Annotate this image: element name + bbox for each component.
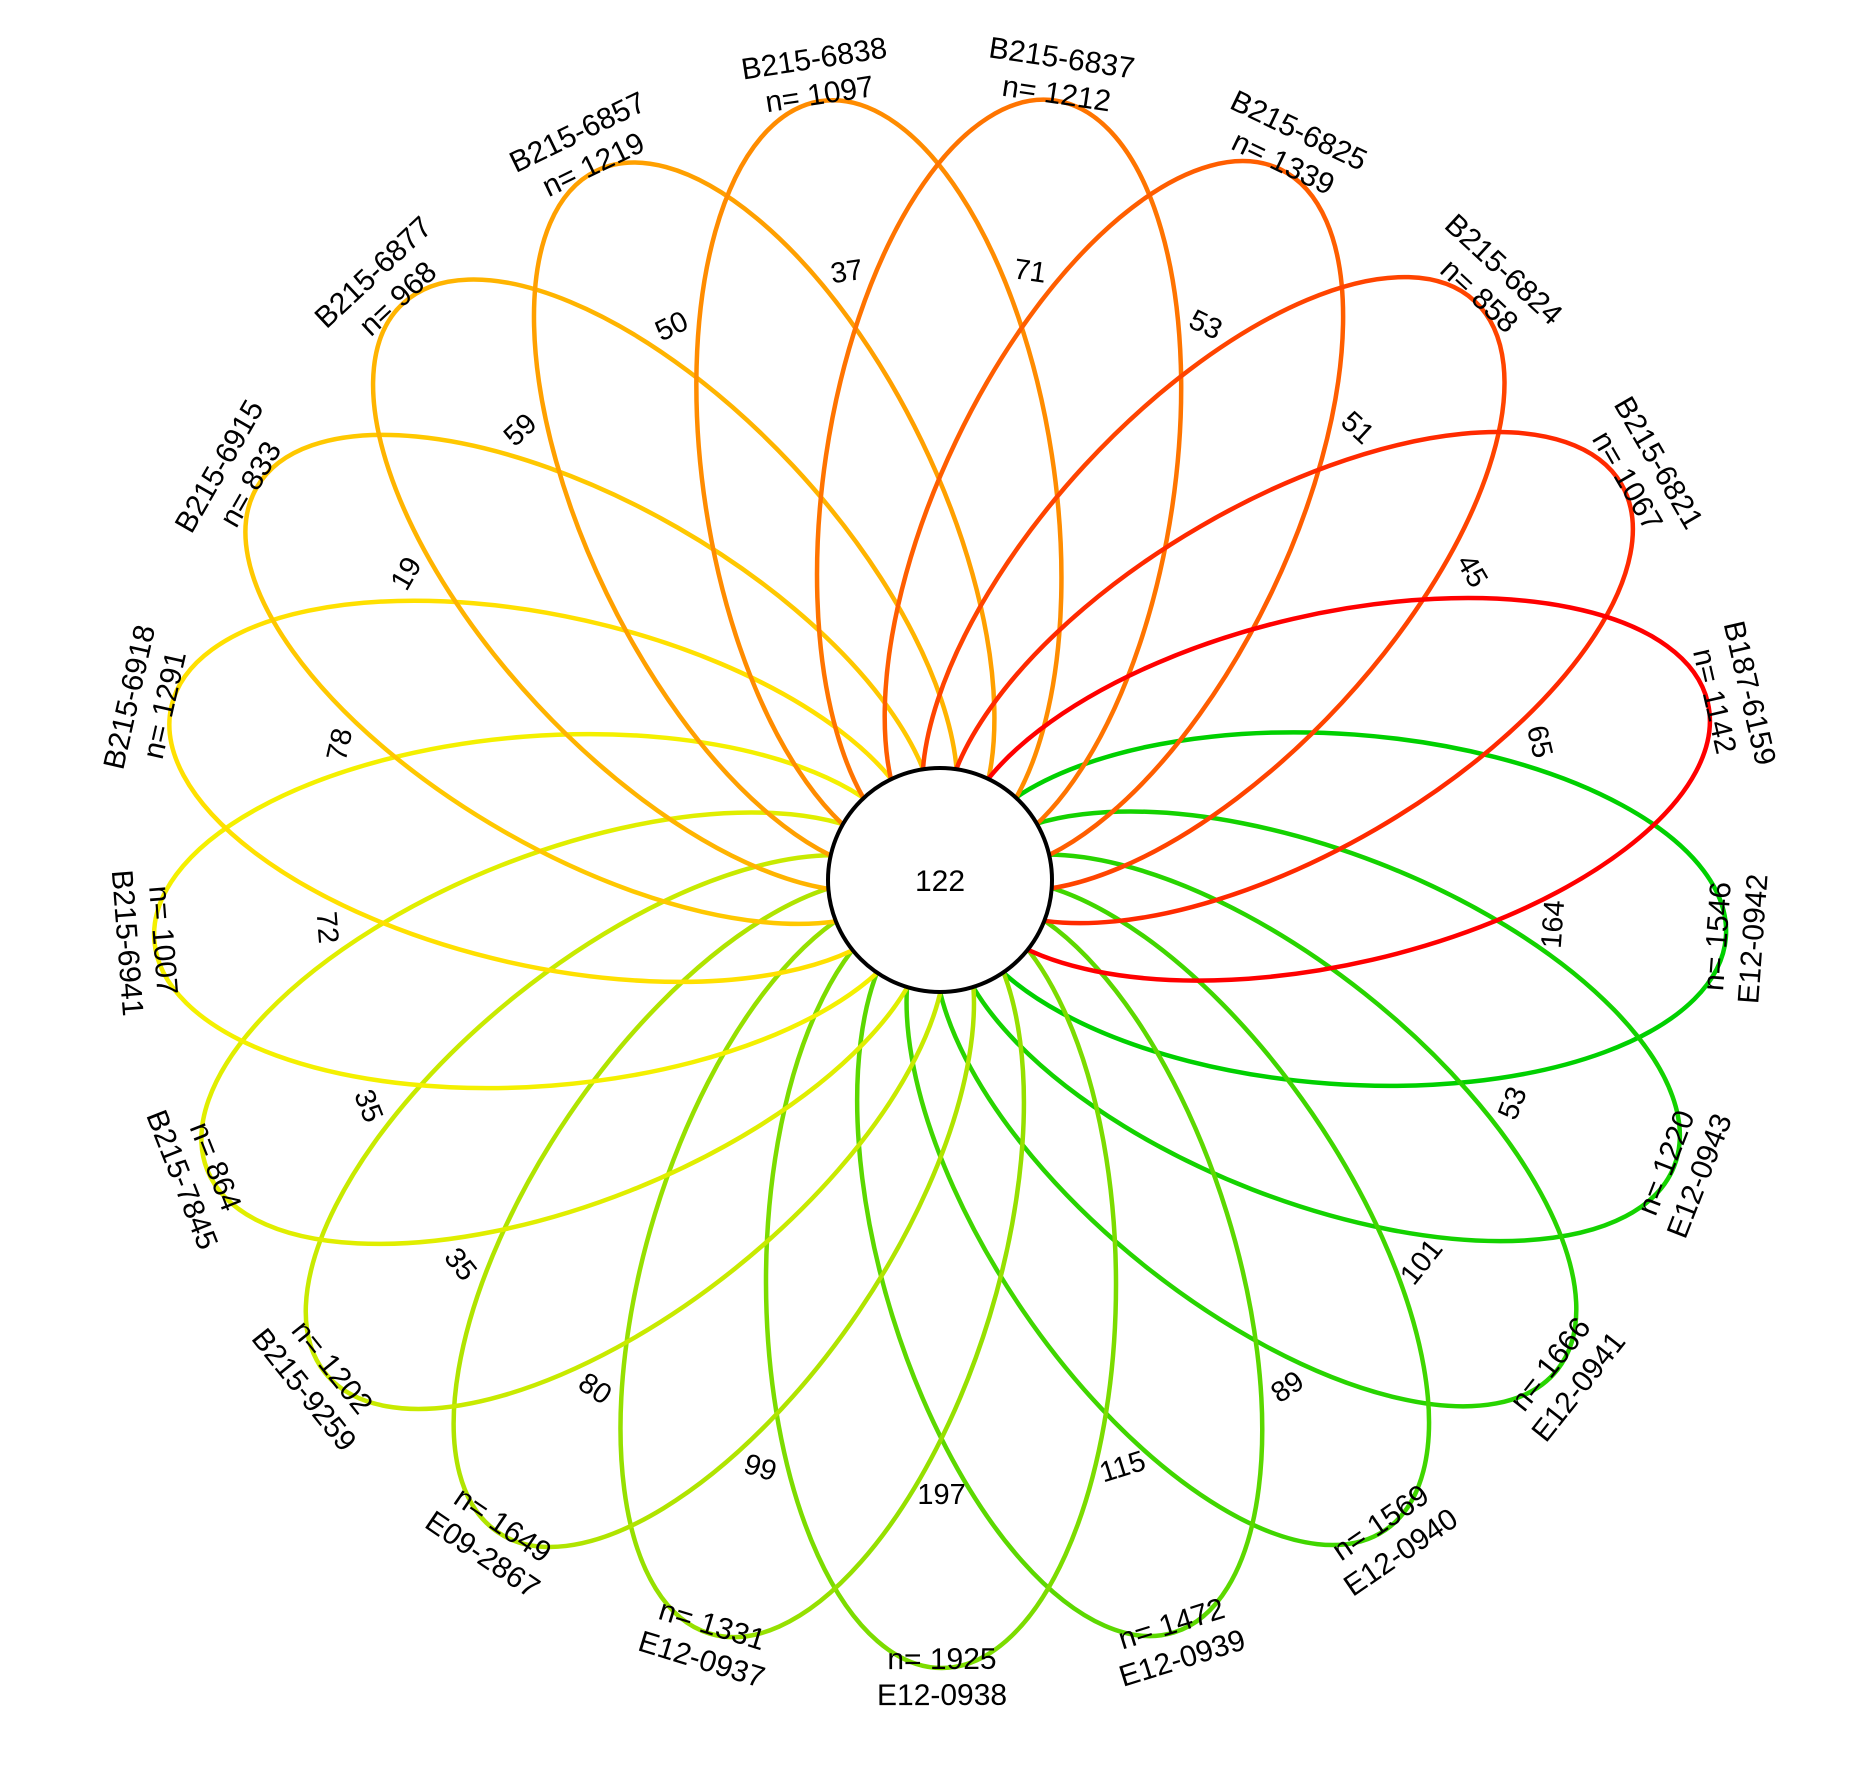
unique-count-e12-0942: 164 [1536, 899, 1571, 950]
set-size: n= 1007 [142, 884, 183, 996]
petal-b215-6941 [151, 731, 925, 1091]
unique-count-b215-6857: 50 [650, 305, 693, 348]
unique-count-e09-2867: 80 [572, 1367, 617, 1412]
unique-count-e12-0937: 99 [740, 1448, 780, 1488]
petal-e12-0942 [955, 730, 1729, 1089]
unique-count-e12-0943: 53 [1492, 1082, 1534, 1124]
core-count: 122 [915, 865, 965, 898]
unique-count-b215-6838: 37 [828, 254, 865, 291]
unique-count-b215-6915: 19 [385, 552, 429, 596]
set-size: n= 1925 [887, 1643, 996, 1676]
unique-count-b215-6825: 53 [1184, 304, 1227, 347]
set-id: E12-0938 [877, 1679, 1007, 1712]
core-circle [826, 766, 1054, 994]
core-group: 122 [826, 766, 1054, 994]
unique-count-b215-6877: 59 [498, 407, 543, 452]
unique-count-b215-6918: 78 [321, 725, 359, 764]
unique-count-b215-6941: 72 [310, 910, 344, 945]
set-size: n= 1546 [1697, 881, 1738, 992]
unique-count-e12-0938: 197 [917, 1479, 965, 1511]
unique-count-b215-7845: 35 [347, 1085, 389, 1127]
set-id: B215-6941 [105, 869, 149, 1018]
unique-count-b215-6837: 71 [1012, 253, 1049, 289]
unique-count-b215-9259: 35 [438, 1242, 483, 1287]
unique-count-b215-6824: 51 [1334, 405, 1379, 450]
unique-count-e12-0939: 115 [1096, 1445, 1150, 1489]
unique-count-e12-0940: 89 [1265, 1365, 1310, 1410]
unique-count-b187-6159: 65 [1520, 722, 1558, 761]
unique-count-b215-6821: 45 [1450, 549, 1494, 593]
set-id: E12-0942 [1732, 873, 1774, 1005]
